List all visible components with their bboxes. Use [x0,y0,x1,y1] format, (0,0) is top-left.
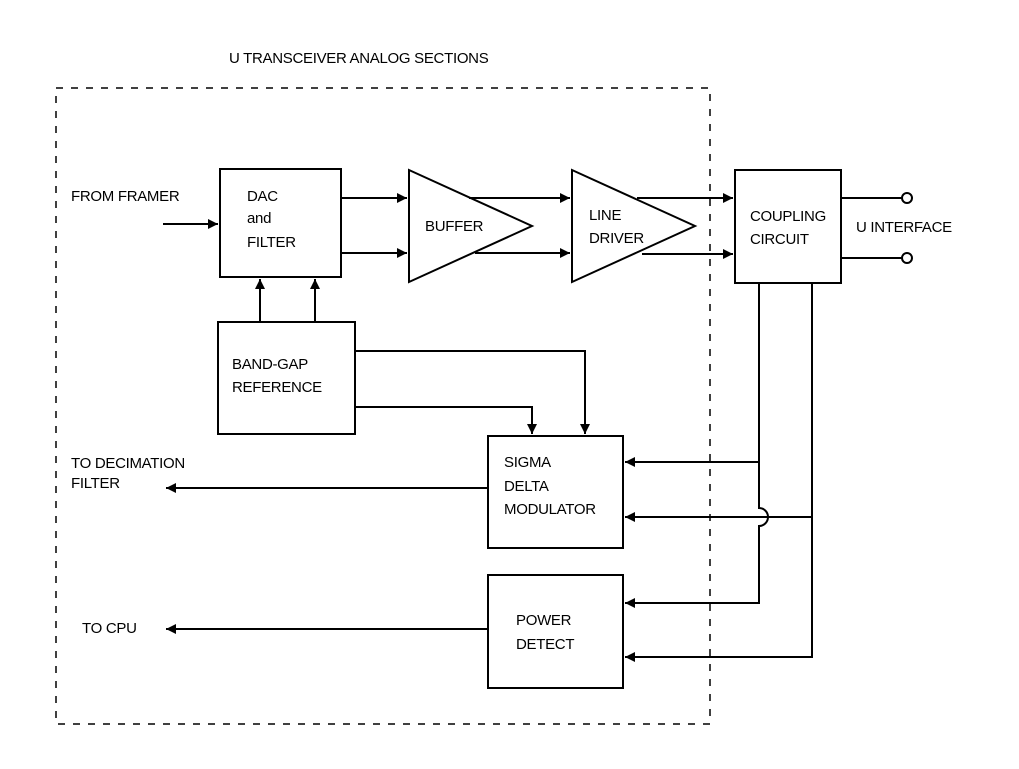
decimation-label-line2: FILTER [71,475,120,492]
band-gap-reference-block [217,321,356,435]
coupling-circuit-block [734,169,842,284]
power-detect-label-line2: DETECT [516,636,575,653]
dac-filter-block [219,168,342,278]
sigma-label-line3: MODULATOR [504,501,596,518]
line-driver-label-line2: DRIVER [589,230,644,247]
bandgap-to-sigma-outer [355,350,590,434]
sigma-label-line2: DELTA [504,478,549,495]
dac-label-line3: FILTER [247,234,296,251]
power-detect-block [487,574,624,689]
to-cpu-label: TO CPU [82,620,137,637]
power-detect-label-line1: POWER [516,612,572,629]
bandgap-label-line2: REFERENCE [232,379,322,396]
dac-label-line1: DAC [247,188,278,205]
u-interface-terminal-bottom [901,252,913,264]
diagram-title: U TRANSCEIVER ANALOG SECTIONS [229,50,489,67]
u-interface-label: U INTERFACE [856,219,952,236]
decimation-label-line1: TO DECIMATION [71,455,185,472]
buffer-label: BUFFER [425,218,484,235]
line-driver-label-line1: LINE [589,207,622,224]
coupling-to-power-bottom [625,517,813,662]
dac-label-line2: and [247,210,272,227]
u-interface-terminal-top [901,192,913,204]
from-framer-label: FROM FRAMER [71,188,180,205]
sigma-delta-modulator-block [487,435,624,549]
bandgap-to-sigma-inner [355,406,537,434]
coupling-to-sigma-bottom [625,283,813,522]
coupling-to-power-top [625,462,769,608]
coupling-to-sigma-top [625,283,760,467]
coupling-label-line2: CIRCUIT [750,231,809,248]
coupling-label-line1: COUPLING [750,208,826,225]
line-driver-amplifier [571,168,698,284]
bandgap-label-line1: BAND-GAP [232,356,308,373]
sigma-label-line1: SIGMA [504,454,551,471]
